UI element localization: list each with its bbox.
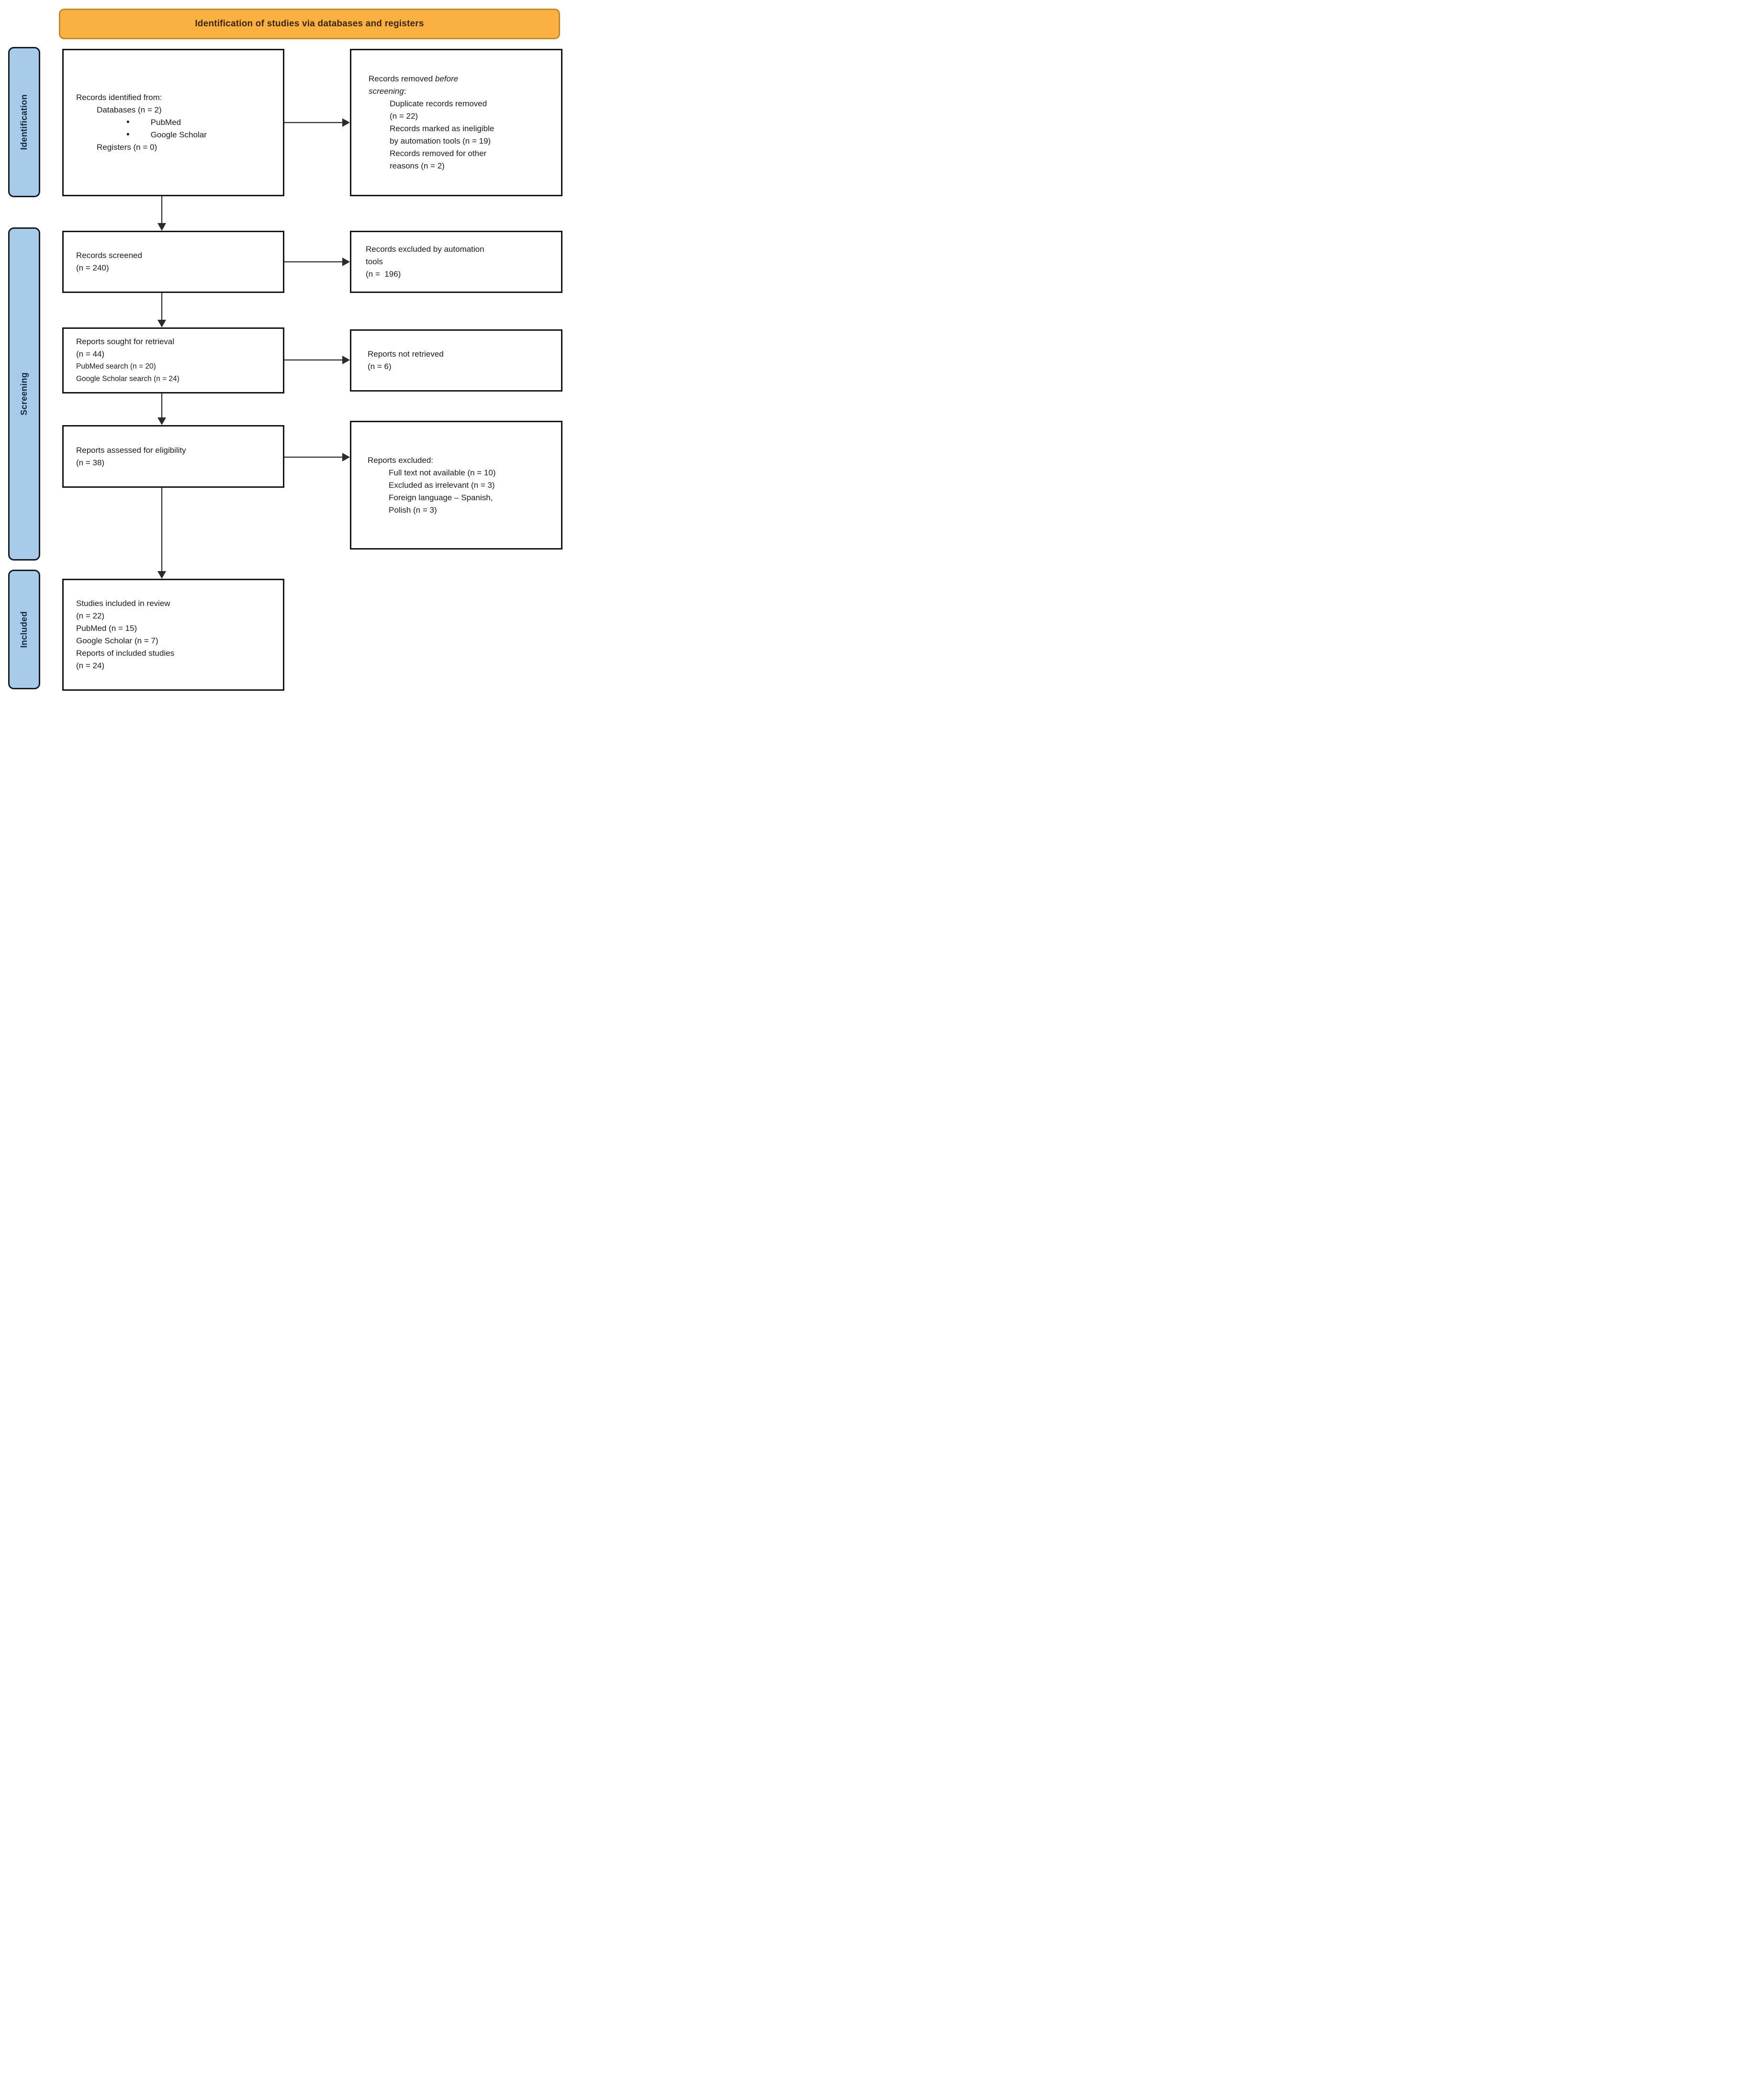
assessed-count: (n = 38) (76, 458, 105, 467)
included-pubmed: PubMed (n = 15) (76, 624, 137, 633)
prisma-flow-diagram: Identification of studies via databases … (0, 0, 588, 696)
arrow-assessed-to-included (157, 488, 166, 579)
list-item: PubMed (76, 116, 283, 129)
excluded-automation-count: (n = 196) (366, 270, 401, 279)
stage-label-included: Included (8, 570, 40, 689)
reports-excluded-title: Reports excluded: (368, 455, 434, 465)
removed-intro-line2: screening: (369, 85, 557, 98)
arrow-screened-to-excluded-automation (284, 258, 350, 266)
screened-line: Records screened (76, 251, 142, 260)
removed-item: reasons (n = 2) (390, 161, 445, 170)
arrow-sought-to-assessed (157, 393, 166, 425)
included-line: Studies included in review (76, 599, 170, 608)
removed-italic: before (435, 74, 459, 83)
removed-item: Duplicate records removed (390, 99, 487, 108)
removed-item: by automation tools (n = 19) (390, 136, 491, 146)
removed-lead: Records removed (369, 74, 435, 83)
arrow-sought-to-not-retrieved (284, 356, 350, 364)
reports-excluded-item: Foreign language – Spanish, (389, 493, 493, 502)
box-reports-excluded: Reports excluded: Full text not availabl… (350, 421, 562, 550)
screened-count: (n = 240) (76, 263, 109, 272)
list-item: Google Scholar (76, 129, 283, 141)
sought-pubmed: PubMed search (n = 20) (76, 362, 156, 371)
removed-item: Records removed for other (390, 149, 487, 158)
bullet-icon (76, 116, 130, 129)
records-identified-registers: Registers (n = 0) (97, 143, 157, 152)
reports-excluded-item: Excluded as irrelevant (n = 3) (389, 480, 495, 490)
banner-title: Identification of studies via databases … (59, 9, 560, 39)
box-reports-assessed: Reports assessed for eligibility (n = 38… (62, 425, 284, 488)
bullet-icon (76, 129, 130, 141)
reports-excluded-item: Full text not available (n = 10) (389, 468, 496, 477)
database-source: PubMed (150, 118, 181, 127)
box-records-screened: Records screened (n = 240) (62, 231, 284, 293)
database-source: Google Scholar (150, 130, 207, 139)
removed-colon: : (404, 87, 406, 96)
excluded-automation-line: Records excluded by automation (366, 245, 484, 254)
stage-label-text: Identification (19, 94, 29, 150)
box-records-removed-before-screening: Records removed before screening: Duplic… (350, 49, 562, 196)
arrow-identified-to-removed (284, 118, 350, 127)
included-reports-line: Reports of included studies (76, 649, 175, 658)
sought-google-scholar: Google Scholar search (n = 24) (76, 375, 180, 383)
box-reports-not-retrieved: Reports not retrieved (n = 6) (350, 329, 562, 392)
records-identified-databases: Databases (n = 2) (97, 105, 162, 114)
not-retrieved-line: Reports not retrieved (368, 349, 444, 359)
removed-item: (n = 22) (390, 112, 418, 121)
included-count: (n = 22) (76, 611, 105, 620)
arrow-identified-to-screened (157, 196, 166, 231)
sought-line: Reports sought for retrieval (76, 337, 175, 346)
reports-excluded-item: Polish (n = 3) (389, 505, 437, 515)
excluded-automation-line: tools (366, 257, 383, 266)
assessed-line: Reports assessed for eligibility (76, 445, 186, 455)
box-records-excluded-automation: Records excluded by automation tools (n … (350, 231, 562, 293)
removed-item: Records marked as ineligible (390, 124, 494, 133)
removed-intro-line1: Records removed before (369, 73, 557, 85)
stage-label-screening: Screening (8, 227, 40, 561)
stage-label-text: Included (19, 611, 29, 648)
removed-italic: screening (369, 87, 404, 96)
stage-label-identification: Identification (8, 47, 40, 197)
not-retrieved-count: (n = 6) (368, 362, 392, 371)
sought-count: (n = 44) (76, 349, 105, 359)
included-google-scholar: Google Scholar (n = 7) (76, 636, 158, 645)
arrow-screened-to-sought (157, 293, 166, 327)
box-reports-sought: Reports sought for retrieval (n = 44) Pu… (62, 327, 284, 393)
box-studies-included: Studies included in review (n = 22) PubM… (62, 579, 284, 691)
included-reports-count: (n = 24) (76, 661, 105, 670)
arrow-assessed-to-excluded-reports (284, 453, 350, 461)
records-identified-title: Records identified from: (76, 93, 162, 102)
banner-title-text: Identification of studies via databases … (195, 19, 424, 29)
stage-label-text: Screening (19, 372, 29, 416)
box-records-identified: Records identified from: Databases (n = … (62, 49, 284, 196)
